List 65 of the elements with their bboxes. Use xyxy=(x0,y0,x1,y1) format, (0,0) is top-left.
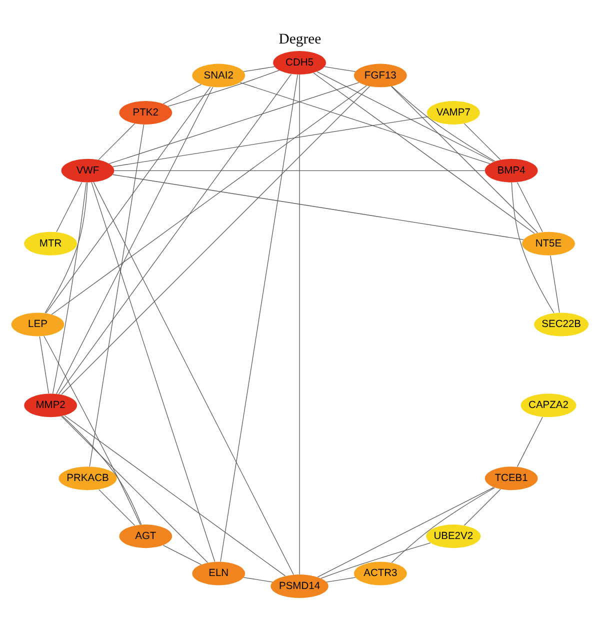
connector xyxy=(299,74,300,575)
connector xyxy=(162,544,202,565)
connector xyxy=(550,255,560,313)
node-ellipse: TCEB1 xyxy=(484,466,538,490)
connector xyxy=(243,577,273,582)
node-ellipse: CAPZA2 xyxy=(520,394,576,418)
connector xyxy=(46,86,211,314)
connector xyxy=(464,123,501,160)
connector xyxy=(168,70,280,107)
connector xyxy=(56,86,214,394)
connector xyxy=(91,182,216,562)
node-ellipse: SEC22B xyxy=(534,312,589,336)
connector xyxy=(51,85,367,315)
connector xyxy=(52,182,87,394)
connector xyxy=(98,489,136,526)
node-ellipse: ACTR3 xyxy=(354,562,407,586)
node-ellipse: ELN xyxy=(192,562,246,586)
connector xyxy=(98,123,136,160)
node-ellipse: BMP4 xyxy=(484,158,538,182)
node-ellipse: PSMD14 xyxy=(270,574,328,598)
connector xyxy=(39,336,49,394)
connector xyxy=(162,84,202,104)
connector xyxy=(64,415,286,576)
node-ellipse: PRKACB xyxy=(58,466,117,490)
node-ellipse: NT5E xyxy=(522,232,575,256)
node-ellipse: PTK2 xyxy=(119,100,172,124)
node-ellipse: VAMP7 xyxy=(426,100,480,124)
connector xyxy=(240,82,490,164)
connector xyxy=(89,124,144,467)
connector xyxy=(114,170,486,171)
node-ellipse: MMP2 xyxy=(24,394,77,418)
node-ellipse: FGF13 xyxy=(354,64,407,88)
connector xyxy=(511,182,554,314)
node-ellipse: CDH5 xyxy=(273,50,326,74)
connector xyxy=(58,74,292,395)
connector xyxy=(516,416,543,467)
connector xyxy=(516,182,543,232)
connector xyxy=(326,577,356,582)
connector xyxy=(391,86,496,162)
connector xyxy=(243,66,275,72)
node-ellipse: MTR xyxy=(24,232,77,256)
connector xyxy=(44,182,88,314)
connector xyxy=(316,71,494,162)
node-ellipse: VWF xyxy=(61,158,114,182)
node-ellipse: SNAI2 xyxy=(192,64,246,88)
diagram-title: Degree xyxy=(278,32,322,48)
connector xyxy=(220,74,298,562)
connector xyxy=(317,487,494,578)
connector xyxy=(62,416,142,525)
connector xyxy=(93,182,294,575)
connector xyxy=(56,182,82,232)
connector xyxy=(320,542,431,579)
connector xyxy=(108,82,360,164)
connector xyxy=(313,72,535,234)
connector xyxy=(112,174,524,240)
node-ellipse: LEP xyxy=(11,312,64,336)
connector xyxy=(324,66,356,72)
connector xyxy=(464,488,501,526)
node-ellipse: AGT xyxy=(119,524,172,548)
connector xyxy=(61,86,370,395)
connector xyxy=(44,336,141,526)
connector xyxy=(112,116,429,167)
connector xyxy=(61,416,208,563)
node-ellipse: UBE2V2 xyxy=(426,524,481,548)
connector xyxy=(391,487,495,563)
